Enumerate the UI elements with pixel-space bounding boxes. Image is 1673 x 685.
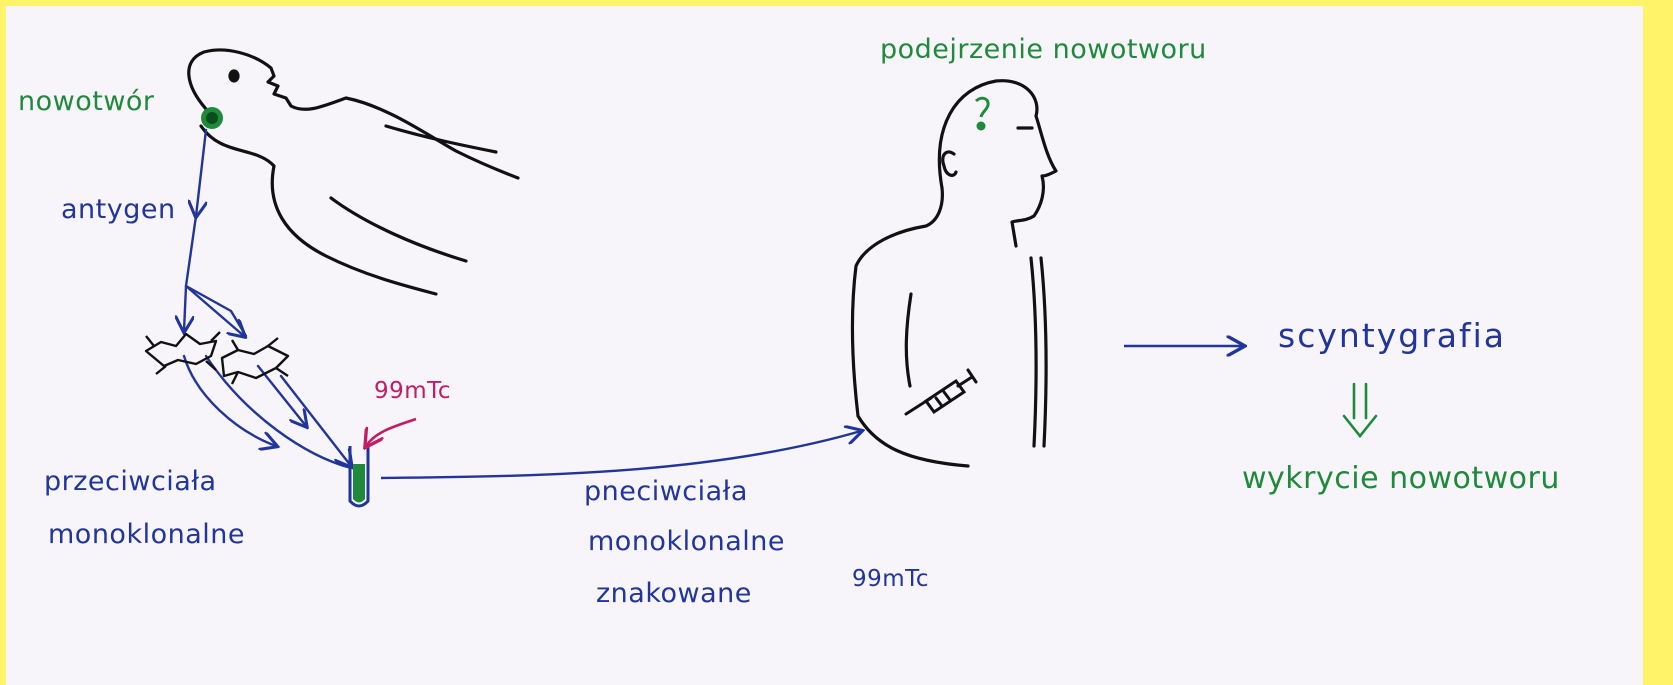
tumor-spot	[201, 107, 223, 129]
isotope-vial-label: 99mTc	[374, 378, 451, 404]
labeled-antibodies-line3: znakowane	[596, 578, 752, 609]
syringe-icon	[906, 370, 976, 414]
double-arrow-down-icon	[1344, 384, 1376, 436]
labeled-antibodies-line1: pneciwciała	[584, 476, 748, 507]
suspicion-label: podejrzenie nowotworu	[880, 34, 1207, 65]
antibodies-label-line2: monoklonalne	[48, 519, 245, 550]
injection-arrow	[381, 431, 861, 478]
test-tube	[350, 446, 368, 506]
labeled-antibodies-line2: monoklonalne	[588, 526, 785, 557]
scintigraphy-label: scyntygrafia	[1278, 316, 1506, 355]
detection-label: wykrycie nowotworu	[1242, 461, 1560, 496]
antibodies-label-line1: przeciwciała	[44, 466, 217, 497]
antigen-label: antygen	[61, 194, 176, 225]
isotope-patient-label: 99mTc	[852, 566, 929, 592]
antigen-arrows	[184, 130, 351, 468]
tumor-label: nowotwór	[18, 86, 155, 117]
isotope-arrow	[366, 419, 416, 446]
question-mark-icon	[976, 98, 988, 129]
standing-patient-figure	[852, 81, 1056, 466]
reclining-patient-figure	[189, 50, 518, 294]
diagram-sheet: nowotwór antygen przeciwciała monoklonal…	[6, 6, 1643, 685]
